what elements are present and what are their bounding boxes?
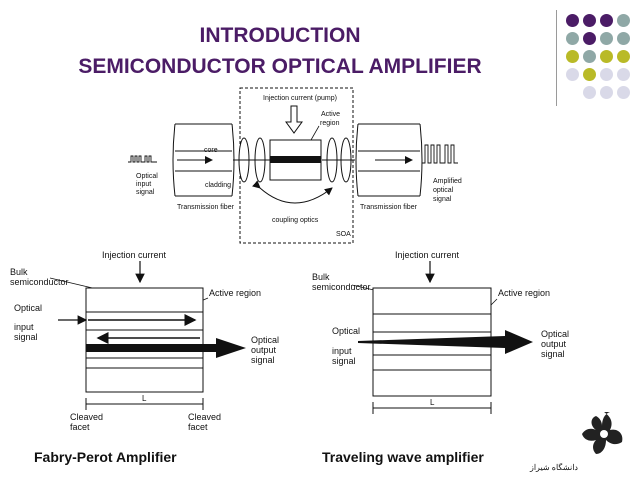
input-signal-waveform — [128, 155, 157, 163]
tw-injection-label: Injection current — [395, 250, 460, 260]
tw-output-label-1: Optical — [541, 329, 569, 339]
fp-input-label-1: Optical — [14, 303, 42, 313]
fp-bulk-label-2: semiconductor — [10, 277, 69, 287]
traveling-wave-diagram: Injection current Bulk semiconductor Act… — [312, 250, 569, 414]
decor-dot — [617, 32, 630, 45]
top-active-label-2: region — [320, 120, 340, 127]
cladding-label: cladding — [205, 182, 231, 189]
top-input-label-2: input — [136, 181, 151, 188]
fp-cleaved-left-2: facet — [70, 422, 90, 432]
fp-active-label: Active region — [209, 288, 261, 298]
decor-dot — [583, 68, 596, 81]
soa-label: SOA — [336, 231, 351, 238]
top-output-label-2: optical — [433, 187, 454, 194]
tw-input-label-2: input — [332, 346, 352, 356]
tw-bulk-label-2: semiconductor — [312, 282, 371, 292]
decor-dot — [617, 68, 630, 81]
pump-arrow-icon — [285, 105, 303, 134]
tw-output-arrow-icon — [358, 330, 533, 354]
decor-dot — [617, 50, 630, 63]
decor-dot — [600, 86, 613, 99]
soa-system-diagram: Injection current (pump) Active region c… — [128, 87, 462, 244]
soa-active-region — [270, 156, 321, 163]
tw-input-label-3: signal — [332, 356, 356, 366]
decor-dot — [617, 14, 630, 27]
tw-length-label: L — [430, 398, 435, 407]
decor-dot — [600, 50, 613, 63]
top-input-label-1: Optical — [136, 173, 158, 180]
output-signal-waveform — [422, 144, 458, 164]
decor-dot — [583, 86, 596, 99]
fabry-perot-diagram: Injection current Bulk semiconductor Act… — [10, 250, 279, 432]
decor-dot — [600, 32, 613, 45]
decor-divider — [556, 10, 557, 106]
decor-dot — [566, 50, 579, 63]
fiber-left-label: Transmission fiber — [177, 204, 235, 211]
fp-output-label-1: Optical — [251, 335, 279, 345]
slide-title-line1: INTRODUCTION — [199, 24, 361, 47]
decor-dot — [566, 32, 579, 45]
fiber-right-label: Transmission fiber — [360, 204, 418, 211]
decor-dot — [600, 14, 613, 27]
fp-input-label-2: input — [14, 322, 34, 332]
soa-dashed-box — [239, 87, 354, 244]
tw-bulk-label-1: Bulk — [312, 272, 330, 282]
fabry-perot-caption: Fabry-Perot Amplifier — [34, 449, 177, 465]
decor-dot — [583, 50, 596, 63]
decor-dot — [600, 68, 613, 81]
slide-title-line2: SEMICONDUCTOR OPTICAL AMPLIFIER — [78, 55, 482, 78]
decor-dot — [566, 68, 579, 81]
fp-output-label-2: output — [251, 345, 277, 355]
tw-active-label: Active region — [498, 288, 550, 298]
decor-dot — [617, 86, 630, 99]
top-active-label-1: Active — [321, 111, 340, 118]
logo-text: دانشگاه شیراز — [529, 462, 578, 472]
fp-injection-label: Injection current — [102, 250, 167, 260]
fp-cleaved-left-1: Cleaved — [70, 412, 103, 422]
fp-output-label-3: signal — [251, 355, 275, 365]
coupling-optics-label: coupling optics — [272, 217, 319, 224]
decor-dot — [566, 14, 579, 27]
top-output-label-3: signal — [433, 196, 452, 203]
injection-pump-label: Injection current (pump) — [263, 95, 337, 102]
university-logo: دانشگاه شیراز — [529, 412, 623, 472]
tw-input-label-1: Optical — [332, 326, 360, 336]
decor-dot — [583, 14, 596, 27]
core-label: core — [204, 147, 218, 154]
decor-dot — [583, 32, 596, 45]
tw-output-label-3: signal — [541, 349, 565, 359]
fp-cleaved-right-2: facet — [188, 422, 208, 432]
fp-length-label: L — [142, 394, 147, 403]
traveling-wave-caption: Traveling wave amplifier — [322, 449, 484, 465]
fp-output-arrow-icon — [216, 338, 246, 358]
fp-bulk-label-1: Bulk — [10, 267, 28, 277]
tw-output-label-2: output — [541, 339, 567, 349]
fp-input-label-3: signal — [14, 332, 38, 342]
top-input-label-3: signal — [136, 189, 155, 196]
top-output-label-1: Amplified — [433, 178, 462, 185]
fp-cleaved-right-1: Cleaved — [188, 412, 221, 422]
